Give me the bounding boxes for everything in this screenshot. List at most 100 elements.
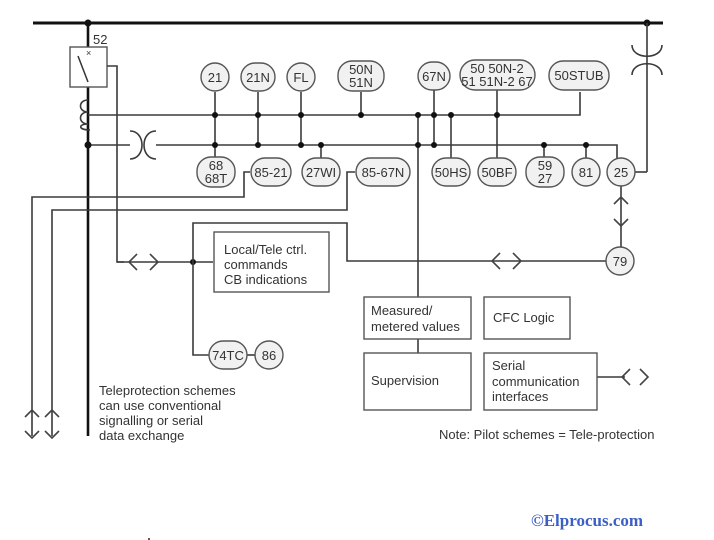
svg-text:68T: 68T: [205, 171, 227, 186]
vt-bus: [156, 144, 618, 158]
relay-68-68T: 68 68T: [196, 156, 236, 188]
relay-50-51-group: 50 50N-2 51 51N-2 67: [459, 59, 536, 91]
voltage-transformer-icon: [631, 44, 663, 76]
wire: [192, 222, 606, 262]
svg-text:CB indications: CB indications: [224, 272, 308, 287]
arrow-down-icon: [44, 430, 60, 440]
breaker-cross-icon: ×: [86, 48, 91, 58]
svg-text:51N: 51N: [349, 75, 373, 90]
voltage-transformer-icon: [129, 130, 157, 160]
svg-text:59: 59: [538, 158, 552, 173]
svg-text:27: 27: [538, 171, 552, 186]
svg-text:Measured/: Measured/: [371, 303, 433, 318]
relay-25: 25: [606, 157, 636, 187]
svg-text:68: 68: [209, 158, 223, 173]
relay-50BF: 50BF: [477, 157, 517, 187]
relay-21N: 21N: [240, 62, 276, 92]
serial-communication-box: Serial communication interfaces: [483, 352, 598, 411]
stray-mark: [148, 538, 150, 540]
pilot-schemes-note: Note: Pilot schemes = Tele-protection: [439, 427, 654, 442]
svg-text:signalling or serial: signalling or serial: [99, 413, 203, 428]
svg-text:21N: 21N: [246, 70, 270, 85]
junction-dot: [255, 112, 261, 118]
wire: [192, 262, 210, 356]
junction-dot: [84, 141, 92, 149]
relay-85-67N: 85-67N: [355, 157, 411, 187]
local-tele-ctrl-box: Local/Tele ctrl. commands CB indications: [213, 231, 330, 293]
svg-text:85-67N: 85-67N: [362, 165, 405, 180]
junction-dot: [255, 142, 261, 148]
supervision-box: Supervision: [363, 352, 472, 411]
svg-text:25: 25: [614, 165, 628, 180]
relay-FL: FL: [286, 62, 316, 92]
breaker-aux-wire: [107, 65, 124, 263]
arrow-up-icon: [24, 408, 40, 418]
wire: [51, 171, 355, 436]
arrow-up-icon: [613, 195, 629, 205]
breaker-switch-icon: [77, 55, 89, 83]
svg-text:27WI: 27WI: [306, 165, 336, 180]
relay-21: 21: [200, 62, 230, 92]
relay-59-27: 59 27: [525, 156, 565, 188]
junction-dot: [494, 112, 500, 118]
junction-dot: [431, 112, 437, 118]
arrow-right-icon: [512, 252, 523, 270]
arrow-right-icon: [639, 368, 650, 386]
junction-dot: [212, 142, 218, 148]
junction-dot: [212, 112, 218, 118]
svg-text:86: 86: [262, 348, 276, 363]
svg-text:data exchange: data exchange: [99, 428, 184, 443]
relay-81: 81: [571, 157, 601, 187]
svg-text:communication: communication: [492, 374, 579, 389]
relay-67N: 67N: [417, 61, 451, 91]
svg-text:81: 81: [579, 165, 593, 180]
svg-text:51 51N-2 67: 51 51N-2 67: [461, 74, 533, 89]
relay-27WI: 27WI: [301, 157, 341, 187]
relay-85-21: 85-21: [250, 157, 292, 187]
arrow-left-icon: [620, 368, 631, 386]
junction-dot: [318, 142, 324, 148]
arrow-down-icon: [613, 218, 629, 228]
svg-text:Supervision: Supervision: [371, 373, 439, 388]
junction-dot: [298, 112, 304, 118]
junction-dot: [541, 142, 547, 148]
ct-bus: [88, 92, 581, 116]
svg-text:FL: FL: [293, 70, 308, 85]
circuit-breaker: [69, 46, 108, 88]
current-transformer-icon: [79, 99, 91, 131]
cfc-logic-box: CFC Logic: [483, 296, 571, 340]
arrow-down-icon: [24, 430, 40, 440]
arrow-left-icon: [127, 253, 138, 271]
svg-text:Teleprotection schemes: Teleprotection schemes: [99, 383, 236, 398]
svg-text:50 50N-2: 50 50N-2: [470, 61, 523, 76]
svg-text:74TC: 74TC: [212, 348, 244, 363]
arrow-right-icon: [149, 253, 160, 271]
svg-text:commands: commands: [224, 257, 288, 272]
arrow-left-icon: [490, 252, 501, 270]
svg-text:metered values: metered values: [371, 319, 460, 334]
svg-text:50N: 50N: [349, 62, 373, 77]
relay-50STUB: 50STUB: [548, 60, 610, 91]
svg-text:50BF: 50BF: [481, 165, 512, 180]
arrow-up-icon: [44, 408, 60, 418]
relay-79: 79: [605, 246, 635, 276]
measured-values-box: Measured/ metered values: [363, 296, 472, 340]
junction-dot: [298, 142, 304, 148]
svg-text:can use conventional: can use conventional: [99, 398, 221, 413]
svg-text:67N: 67N: [422, 69, 446, 84]
watermark: ©Elprocus.com: [531, 511, 643, 530]
teleprotection-note: Teleprotection schemes can use conventio…: [99, 383, 236, 443]
relay-50HS: 50HS: [431, 157, 471, 187]
junction-dot: [415, 142, 421, 148]
relay-74TC: 74TC: [208, 340, 248, 370]
svg-text:interfaces: interfaces: [492, 389, 549, 404]
svg-text:21: 21: [208, 70, 222, 85]
relay-50N-51N: 50N 51N: [337, 60, 385, 92]
svg-text:CFC Logic: CFC Logic: [493, 310, 555, 325]
svg-text:85-21: 85-21: [254, 165, 287, 180]
svg-text:50STUB: 50STUB: [554, 68, 603, 83]
svg-text:Serial: Serial: [492, 358, 525, 373]
svg-text:50HS: 50HS: [435, 165, 468, 180]
junction-dot: [415, 112, 421, 118]
